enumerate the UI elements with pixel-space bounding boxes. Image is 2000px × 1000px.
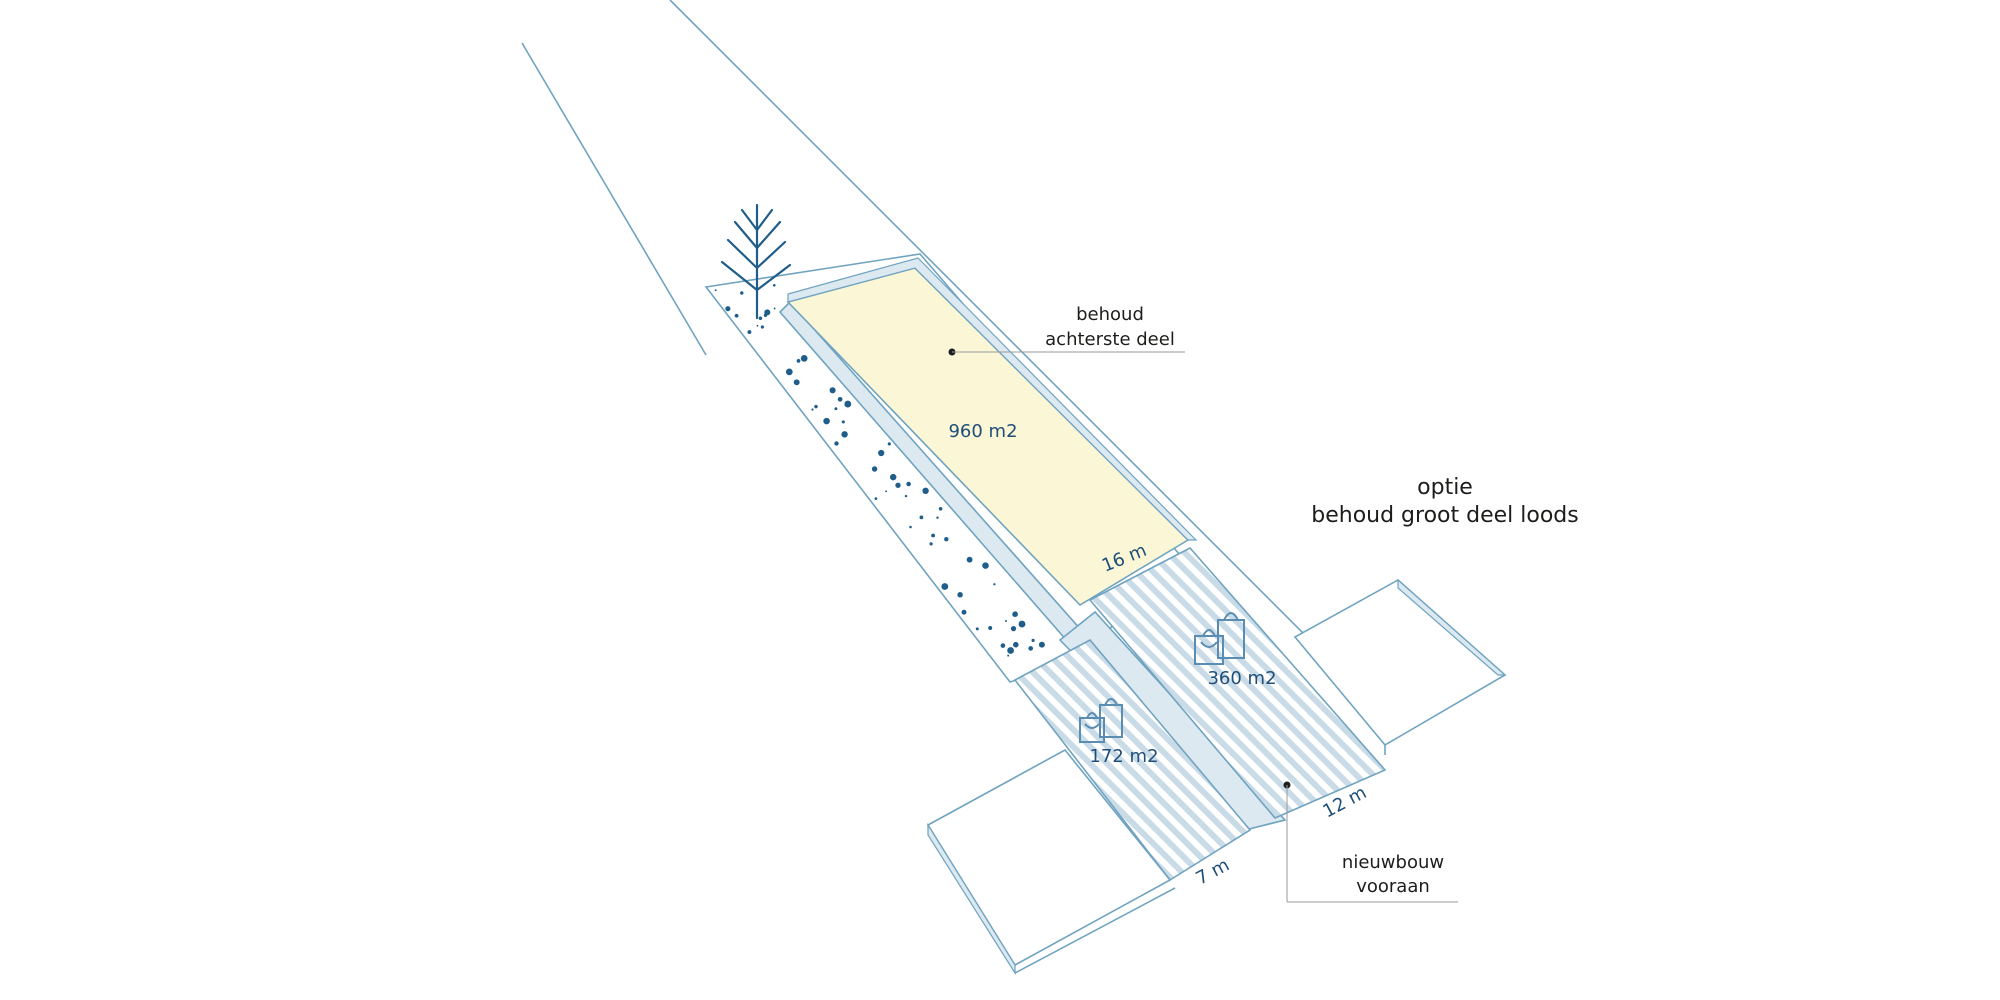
gravel-dot [1028, 646, 1034, 651]
gravel-dot [1000, 643, 1006, 648]
gravel-dot [773, 307, 776, 310]
gravel-dot [936, 516, 939, 519]
gravel-dot [834, 441, 839, 446]
gravel-dot [823, 417, 830, 425]
gravel-dot [758, 316, 763, 321]
gravel-dot [747, 330, 752, 335]
gravel-dot [871, 466, 878, 472]
gravel-dot [1007, 654, 1010, 657]
new-build-right-area [1088, 547, 1387, 819]
gravel-dot [919, 515, 924, 520]
gravel-dot [944, 537, 949, 542]
label-option-line1: optie [1417, 475, 1473, 500]
gravel-dot [966, 556, 973, 563]
neighbour-box-left [926, 748, 1176, 976]
gravel-dot [734, 313, 739, 318]
gravel-dot [982, 562, 989, 569]
gravel-dot [740, 291, 744, 295]
area-label-main: 960 m2 [948, 421, 1017, 442]
gravel-dot [796, 359, 801, 363]
gravel-dot [763, 313, 768, 317]
gravel-dot [793, 379, 800, 386]
gravel-dot [874, 497, 878, 500]
gravel-dot [1007, 647, 1014, 654]
tree-icon [720, 203, 792, 320]
label-new-build-line1: nieuwbouw [1342, 852, 1444, 873]
neighbour-box-right [1293, 578, 1507, 755]
gravel-dot [1038, 641, 1045, 648]
plot-boundary-lines [521, 0, 1371, 701]
gravel-dot [814, 404, 818, 409]
shopping-bags-icon [1079, 698, 1123, 743]
gravel-dot [993, 583, 996, 586]
gravel-dot [878, 449, 885, 457]
area-label-shop-right: 360 m2 [1207, 668, 1276, 689]
gravel-dot [756, 324, 759, 327]
gravel-dot [975, 627, 979, 631]
new-build-left-area [1013, 638, 1252, 882]
gravel-dot [760, 325, 765, 329]
gravel-dot [772, 283, 776, 287]
shopping-bags-icon [1194, 612, 1245, 665]
gravel-dot [1031, 638, 1035, 642]
leader-new-build [1283, 781, 1458, 903]
label-retain-back-line1: behoud [1076, 304, 1144, 325]
gravel-dot [785, 368, 793, 376]
gravel-dot [829, 387, 836, 394]
gravel-dot [725, 306, 731, 312]
gravel-dot [961, 609, 967, 615]
gravel-dot [841, 420, 845, 424]
gravel-dot [714, 289, 717, 292]
gravel-dot [1005, 620, 1007, 622]
label-new-build-line2: vooraan [1356, 876, 1430, 897]
retained-back-area-rim [787, 257, 1198, 541]
gravel-dot [1012, 611, 1018, 618]
leader-retained-back [948, 348, 1185, 356]
gravel-dot [904, 494, 908, 498]
area-label-shop-left: 172 m2 [1089, 746, 1158, 767]
gravel-dot [1010, 626, 1017, 632]
gravel-dot [844, 400, 852, 408]
gravel-dot [837, 396, 843, 402]
gravel-dot [1013, 641, 1019, 648]
gravel-dot [941, 583, 949, 590]
gravel-dot [1018, 620, 1026, 628]
gravel-dot [841, 431, 848, 438]
gravel-dot [834, 407, 838, 411]
gravel-dot [889, 473, 897, 481]
gravel-dot [988, 626, 993, 630]
label-retain-back-line2: achterste deel [1045, 329, 1175, 350]
gravel-dot [885, 490, 888, 493]
gravel-dot [909, 525, 912, 529]
gravel-dot [929, 542, 933, 546]
gravel-dot [957, 592, 963, 598]
gravel-dot [887, 442, 891, 446]
gravel-dot [938, 507, 943, 511]
gravel-dot [906, 481, 911, 487]
gravel-dot [811, 408, 814, 411]
gravel-dot [931, 533, 936, 538]
gravel-dot [803, 357, 807, 361]
gravel-dot [895, 482, 901, 488]
label-option-line2: behoud groot deel loods [1311, 503, 1578, 528]
gravel-dot [922, 487, 929, 495]
gravel-dot [800, 355, 808, 362]
